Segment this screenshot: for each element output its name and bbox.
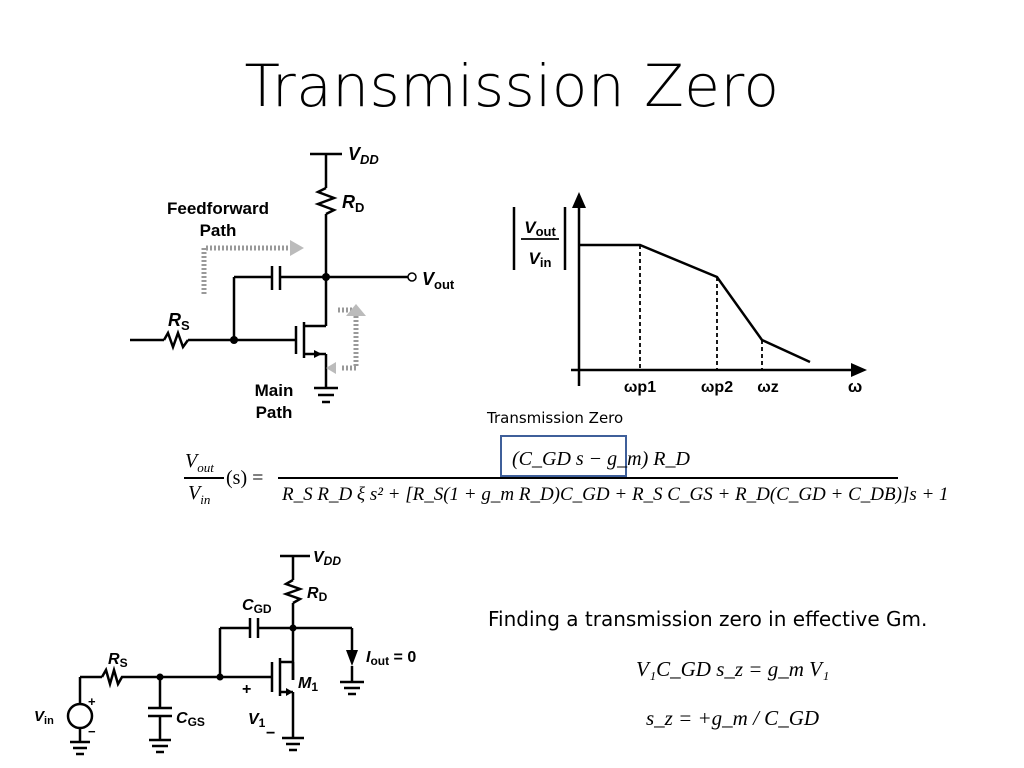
bode-y-denominator: Vin (529, 249, 552, 270)
transmission-zero-label: Transmission Zero (487, 409, 624, 427)
feedforward-circuit-diagram: VDD RD RS Vout Feedforward Path Main Pat… (130, 144, 455, 422)
bode-magnitude-curve (579, 243, 811, 364)
v1-label: V1 (248, 711, 266, 730)
rs-label-2: RS (108, 651, 128, 670)
rd-label-2: RD (307, 585, 328, 604)
tf-lhs-denominator: Vin (188, 482, 211, 507)
cgd-label: CGD (242, 597, 272, 616)
zero-equation-1: V₁C_GD s_z = g_m V₁ (636, 657, 830, 681)
feedforward-path-label: Path (200, 221, 237, 240)
tf-lhs-fraction-bar (184, 477, 224, 479)
v1-plus: + (242, 681, 251, 698)
tick-wz: ωz (757, 379, 779, 396)
tf-lhs-numerator: Vout (185, 450, 214, 475)
vin-label: Vin (34, 708, 54, 727)
feedforward-label: Feedforward (167, 199, 269, 218)
rd-label: RD (342, 192, 364, 215)
x-axis-omega: ω (848, 377, 862, 396)
zero-highlight-box (500, 435, 627, 477)
bode-y-numerator: Vout (524, 218, 556, 239)
tick-wp2: ωp2 (701, 379, 733, 396)
vout-label: Vout (422, 269, 455, 292)
iout-label: Iout = 0 (366, 649, 416, 668)
bode-magnitude-plot: Vout Vin ωp1 ωp2 ωz ω (512, 192, 867, 396)
rs-label: RS (168, 310, 190, 333)
vdd-label: VDD (348, 144, 379, 167)
tf-denominator: R_S R_D ξ s² + [R_S(1 + g_m R_D)C_GD + R… (282, 484, 949, 505)
main-label: Main (255, 381, 294, 400)
main-path-label: Path (256, 403, 293, 422)
zero-equation-2: s_z = +g_m / C_GD (646, 706, 820, 730)
cgs-label: CGS (176, 710, 205, 729)
tick-wp1: ωp1 (624, 379, 656, 396)
m1-label: M1 (298, 675, 318, 694)
vdd-label-2: VDD (313, 549, 341, 568)
tf-numerator: (C_GD s − g_m) R_D (512, 448, 690, 470)
tf-lhs-argument: (s) = (226, 467, 264, 489)
source-plus: + (88, 694, 96, 709)
v1-minus: − (266, 725, 275, 742)
tf-fraction-bar (278, 477, 898, 479)
source-minus: − (88, 724, 96, 739)
zero-caption: Finding a transmission zero in effective… (488, 607, 928, 631)
slide-title: Transmission Zero (244, 52, 780, 120)
small-signal-circuit-diagram: VDD RD CGD RS Iout = 0 M1 Vin CGS V1 + −… (34, 549, 416, 756)
